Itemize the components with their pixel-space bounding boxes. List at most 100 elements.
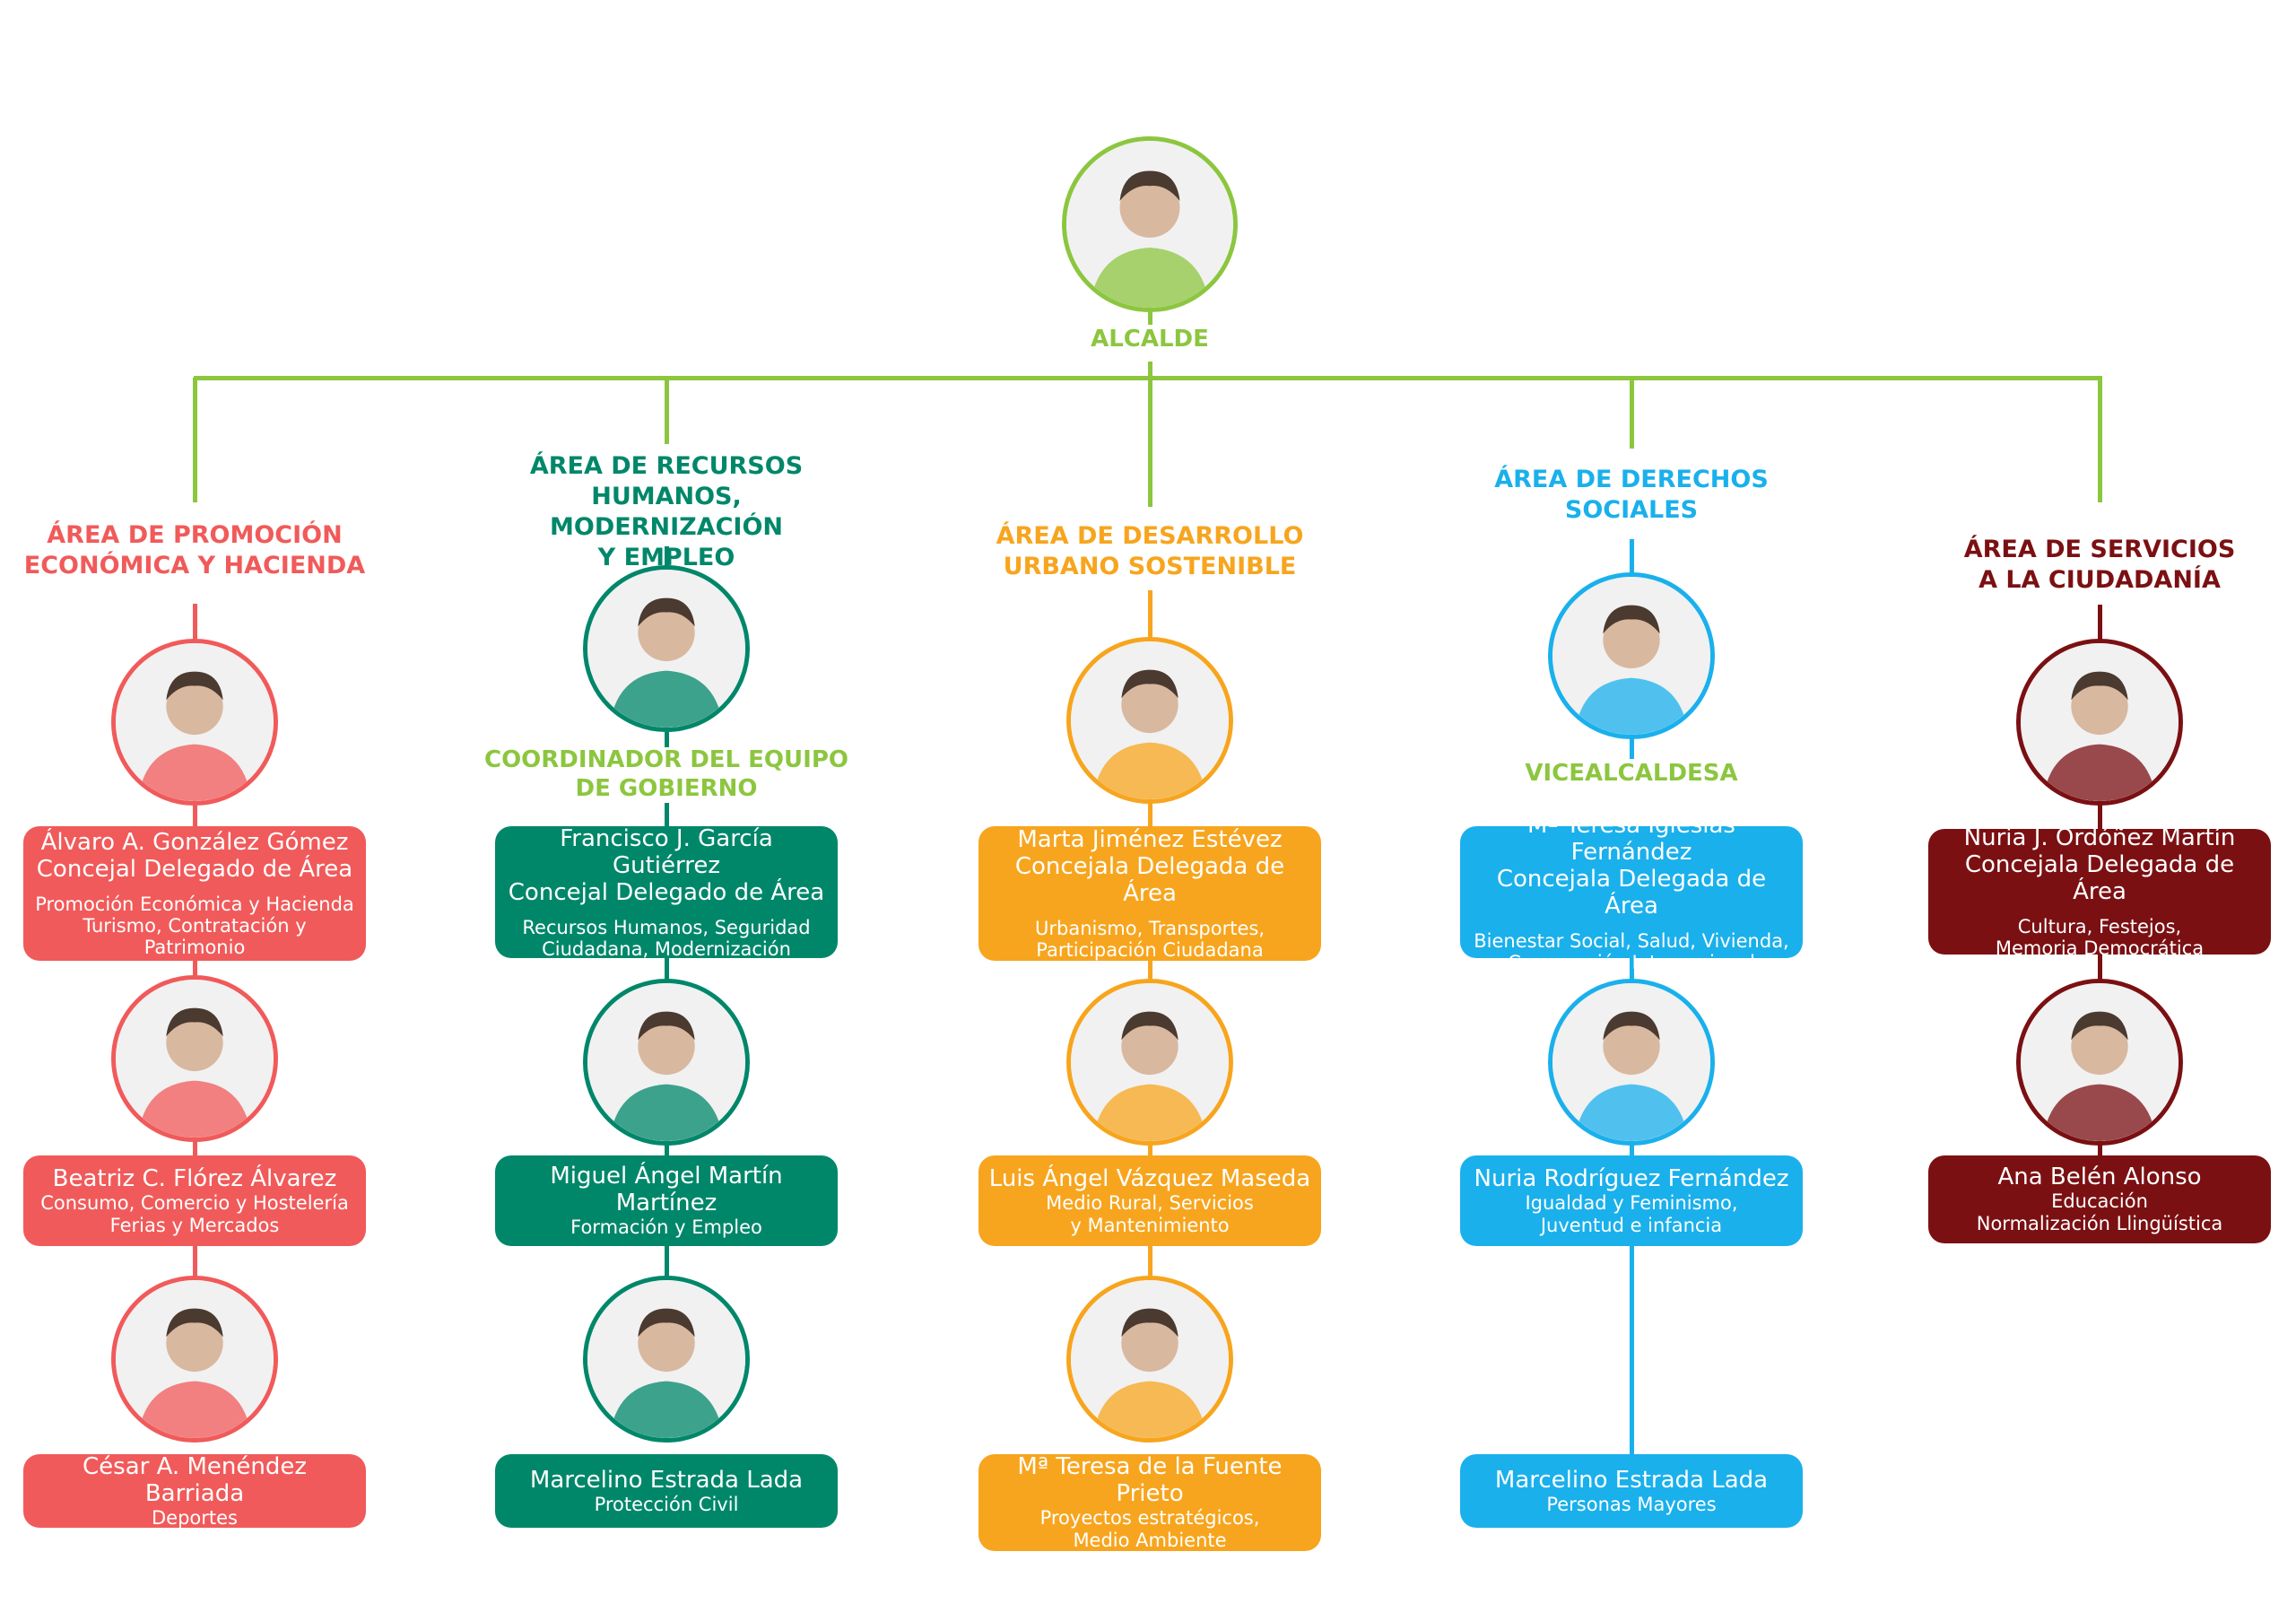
urbano-member-2-photo xyxy=(1066,1276,1233,1443)
member-responsibilities: Educación Normalización Llingüística xyxy=(1976,1190,2223,1234)
mayor-to-urbano-connector xyxy=(1147,362,1152,507)
recursos-member-0-photo xyxy=(583,565,750,732)
servicios-connector-2 xyxy=(2097,955,2102,984)
member-responsibilities: Consumo, Comercio y Hostelería Ferias y … xyxy=(40,1191,349,1236)
member-name: Nuria Rodríguez Fernández xyxy=(1474,1164,1789,1192)
member-responsibilities: Recursos Humanos, Seguridad Ciudadana, M… xyxy=(522,916,811,960)
mayor-photo xyxy=(1062,136,1238,312)
member-position: Concejala Delegada de Área xyxy=(1496,865,1767,920)
recursos-connector-1 xyxy=(664,732,669,747)
mayor-connector xyxy=(1147,312,1152,325)
urbano-connector-4 xyxy=(1147,1245,1152,1280)
derechos-area-title: ÁREA DE DERECHOS SOCIALES xyxy=(1494,466,1769,524)
member-responsibilities: Urbanismo, Transportes, Participación Ci… xyxy=(1034,918,1265,961)
member-responsibilities: Personas Mayores xyxy=(1546,1493,1717,1515)
member-name: Marcelino Estrada Lada xyxy=(529,1466,804,1494)
member-name: Marta Jiménez Estévez xyxy=(1017,826,1283,853)
member-position: Concejal Delegado de Área xyxy=(508,878,825,906)
recursos-connector-5 xyxy=(664,1245,669,1283)
trunk-drop-servicios xyxy=(2097,378,2102,502)
urbano-area-title: ÁREA DE DESARROLLO URBANO SOSTENIBLE xyxy=(996,522,1304,580)
member-responsibilities: Protección Civil xyxy=(594,1493,739,1515)
urbano-member-0-photo xyxy=(1066,637,1233,804)
derechos-connector-3 xyxy=(1629,1137,1634,1157)
urbano-connector-0 xyxy=(1147,590,1152,644)
trunk-drop-derechos xyxy=(1629,378,1634,449)
member-name: Beatriz C. Flórez Álvarez xyxy=(52,1164,337,1192)
recursos-role-label: COORDINADOR DEL EQUIPO DE GOBIERNO xyxy=(484,746,848,802)
member-responsibilities: Igualdad y Feminismo, Juventud e infanci… xyxy=(1525,1191,1738,1236)
member-responsibilities: Proyectos estratégicos, Medio Ambiente xyxy=(1039,1507,1260,1551)
recursos-connector-0 xyxy=(664,546,669,571)
member-name: Mª Teresa Iglesias Fernández xyxy=(1527,811,1735,866)
urbano-member-1-photo xyxy=(1066,979,1233,1146)
promocion-connector-1 xyxy=(192,799,197,829)
derechos-member-0-photo xyxy=(1548,572,1715,739)
promocion-member-2-photo xyxy=(111,1276,278,1443)
member-position: Concejal Delegado de Área xyxy=(36,856,353,883)
promocion-area-title: ÁREA DE PROMOCIÓN ECONÓMICA Y HACIENDA xyxy=(23,521,366,580)
member-responsibilities: Deportes xyxy=(152,1506,238,1529)
promocion-connector-2 xyxy=(192,955,197,984)
derechos-role-label: VICEALCALDESA xyxy=(1525,760,1738,787)
recursos-member-2-photo xyxy=(583,1276,750,1443)
member-responsibilities: Cultura, Festejos, Memoria Democrática xyxy=(1995,916,2205,959)
derechos-connector-2 xyxy=(1629,955,1634,984)
member-position: Concejala Delegada de Área xyxy=(1964,851,2235,905)
mayor-role-label: ALCALDE xyxy=(1091,326,1209,353)
main-trunk-line xyxy=(194,375,2102,380)
urbano-connector-3 xyxy=(1147,1137,1152,1157)
member-name: Álvaro A. González Gómez xyxy=(40,829,349,856)
member-name: Francisco J. García Gutiérrez xyxy=(560,824,773,879)
trunk-drop-promocion xyxy=(192,378,197,502)
member-responsibilities: Promoción Económica y Hacienda Turismo, … xyxy=(35,894,354,958)
promocion-connector-4 xyxy=(192,1245,197,1277)
member-name: Miguel Ángel Martín Martínez xyxy=(550,1163,783,1216)
member-position: Concejala Delegada de Área xyxy=(1014,853,1285,907)
member-name: Luis Ángel Vázquez Maseda xyxy=(988,1164,1311,1192)
urbano-connector-1 xyxy=(1147,801,1152,829)
derechos-member-1-photo xyxy=(1548,979,1715,1146)
promocion-member-1-photo xyxy=(111,975,278,1142)
member-name: César A. Menéndez Barriada xyxy=(83,1452,307,1507)
recursos-area-title: ÁREA DE RECURSOS HUMANOS, MODERNIZACIÓN … xyxy=(529,452,804,571)
recursos-member-1-photo xyxy=(583,979,750,1146)
member-name: Marcelino Estrada Lada xyxy=(1494,1466,1769,1494)
servicios-member-0-photo xyxy=(2016,639,2183,806)
member-responsibilities: Medio Rural, Servicios y Mantenimiento xyxy=(1046,1191,1254,1236)
derechos-connector-4 xyxy=(1629,1245,1634,1456)
member-name: Nuria J. Ordóñez Martín xyxy=(1963,824,2236,851)
recursos-connector-4 xyxy=(664,1142,669,1157)
member-name: Mª Teresa de la Fuente Prieto xyxy=(1017,1453,1283,1507)
servicios-area-title: ÁREA DE SERVICIOS A LA CIUDADANÍA xyxy=(1963,536,2236,594)
servicios-connector-3 xyxy=(2097,1137,2102,1157)
promocion-connector-0 xyxy=(192,604,197,640)
member-name: Ana Belén Alonso xyxy=(1997,1164,2202,1190)
urbano-connector-2 xyxy=(1147,958,1152,984)
member-responsibilities: Formación y Empleo xyxy=(570,1216,762,1238)
servicios-member-1-photo xyxy=(2016,979,2183,1146)
recursos-connector-2 xyxy=(664,803,669,829)
member-responsibilities: Bienestar Social, Salud, Vivienda, Coope… xyxy=(1474,929,1789,973)
servicios-connector-1 xyxy=(2097,798,2102,829)
promocion-member-0-photo xyxy=(111,639,278,806)
recursos-connector-3 xyxy=(664,955,669,984)
promocion-connector-3 xyxy=(192,1137,197,1157)
servicios-connector-0 xyxy=(2097,605,2102,644)
derechos-connector-0 xyxy=(1629,539,1634,574)
